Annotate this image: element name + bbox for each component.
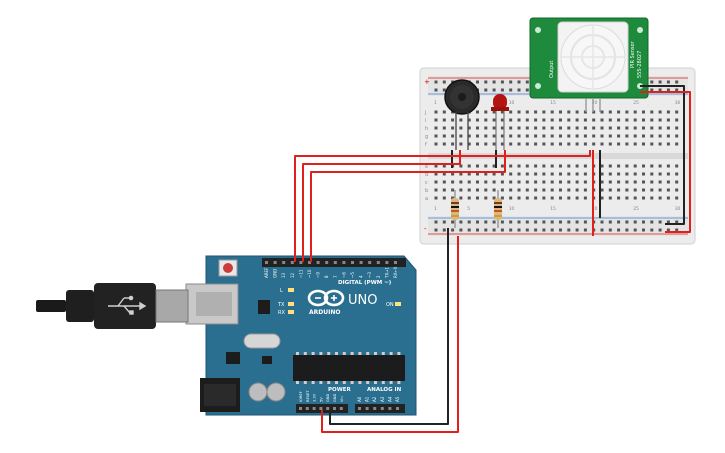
pir-sensor: Output PIR Sensor 555-28027	[529, 17, 649, 112]
capacitor-1	[248, 382, 268, 402]
led-on	[395, 302, 401, 306]
reset-button-cap	[223, 263, 233, 273]
row-letter: e	[425, 164, 428, 170]
digital-pin-label: 7	[333, 275, 338, 278]
piezo-buzzer	[444, 79, 480, 150]
pir-label-right-1: PIR Sensor	[630, 40, 636, 68]
crystal	[243, 333, 281, 349]
digital-pin-label: ~3	[367, 272, 372, 278]
digital-pin-label: 13	[281, 272, 286, 278]
analog-pin-label: A0	[357, 396, 362, 402]
rail-minus-bottom: -	[424, 225, 427, 233]
column-number: 25	[633, 206, 639, 212]
rail-plus-top: +	[424, 78, 430, 86]
usb-cable	[36, 283, 189, 329]
arduino-wires	[294, 150, 591, 433]
usb-symbol-icon	[108, 295, 147, 315]
model-text: UNO	[348, 293, 377, 308]
column-number: 10	[509, 100, 515, 106]
column-number: 5	[467, 206, 470, 212]
red-led	[491, 94, 509, 150]
power-pin-label: IOREF	[299, 391, 303, 402]
row-letter: c	[425, 180, 428, 186]
power-pin-label: GND	[326, 394, 330, 402]
row-letter: d	[425, 172, 428, 178]
wire-pin10	[310, 150, 506, 262]
capacitor-2	[266, 382, 286, 402]
power-pin-label: Vin	[340, 396, 344, 402]
row-letter: h	[425, 126, 428, 132]
digital-pin-label: AREF	[264, 267, 269, 278]
led-l	[288, 288, 294, 292]
resistor-2	[494, 190, 502, 228]
row-letter: j	[424, 110, 426, 116]
column-numbers: 115510101515202025253030	[434, 100, 681, 212]
power-pin-label: 5V	[319, 397, 323, 402]
breadboard-holes	[434, 80, 679, 232]
digital-pin-label: TX→1	[384, 266, 389, 279]
column-number: 15	[550, 100, 556, 106]
led-rx	[288, 310, 294, 314]
digital-pin-label: 12	[290, 272, 295, 278]
digital-pin-label: ~10	[307, 269, 312, 278]
power-pin-label: 3.3V	[313, 393, 317, 402]
digital-pin-label: ~9	[316, 272, 321, 278]
arduino-uno: L TX RX ON ARDUINO UNO DIGITAL (PWM ~) P…	[185, 255, 417, 416]
column-number: 25	[633, 100, 639, 106]
arduino-logo	[307, 289, 345, 307]
wire-pin12	[294, 150, 591, 262]
pir-label-left: Output	[549, 61, 555, 78]
brand-text: ARDUINO	[309, 309, 340, 316]
row-letter: a	[425, 196, 428, 202]
label-tx: TX	[277, 302, 285, 308]
row-letter: f	[425, 142, 427, 148]
wire-gnd	[329, 228, 449, 425]
atmega-chip	[293, 355, 405, 381]
label-rx: RX	[278, 310, 285, 316]
label-l: L	[280, 288, 283, 294]
row-letter: g	[425, 134, 428, 140]
analog-label: ANALOG IN	[367, 387, 402, 393]
column-number: 15	[550, 206, 556, 212]
label-on: ON	[386, 302, 394, 308]
analog-pin-label: A5	[395, 396, 400, 402]
digital-pin-label: ~11	[298, 269, 303, 278]
digital-pin-label: ~6	[341, 272, 346, 278]
column-number: 20	[592, 206, 598, 212]
column-number: 10	[509, 206, 515, 212]
wire-pin11	[302, 150, 461, 262]
digital-pin-label: 4	[359, 275, 364, 278]
power-label: POWER	[328, 387, 352, 393]
analog-pin-label: A4	[387, 396, 392, 402]
analog-pin-label: A3	[380, 396, 385, 402]
bottom-power-rail	[428, 216, 688, 236]
digital-pin-label: GND	[273, 269, 278, 278]
column-number: 30	[675, 100, 681, 106]
power-pin-label: GND	[333, 394, 337, 402]
digital-pin-label: RX←0	[393, 266, 398, 278]
resistor-1	[451, 190, 459, 228]
digital-label: DIGITAL (PWM ~)	[338, 280, 392, 286]
digital-pin-label: 8	[324, 275, 329, 278]
row-letter: b	[425, 188, 428, 194]
led-tx	[288, 302, 294, 306]
digital-pin-label: 2	[376, 275, 381, 278]
pir-label-right-2: 555-28027	[637, 51, 643, 78]
analog-header	[355, 404, 405, 413]
column-number: 1	[434, 100, 437, 106]
wire-5v	[321, 236, 459, 433]
column-number: 30	[675, 206, 681, 212]
analog-pin-label: A2	[372, 396, 377, 402]
row-letter: i	[425, 118, 426, 124]
column-number: 1	[434, 206, 437, 212]
power-pin-label: RESET	[306, 390, 310, 402]
digital-pin-label: ~5	[350, 272, 355, 278]
column-number: 20	[592, 100, 598, 106]
analog-pin-label: A1	[365, 396, 370, 402]
